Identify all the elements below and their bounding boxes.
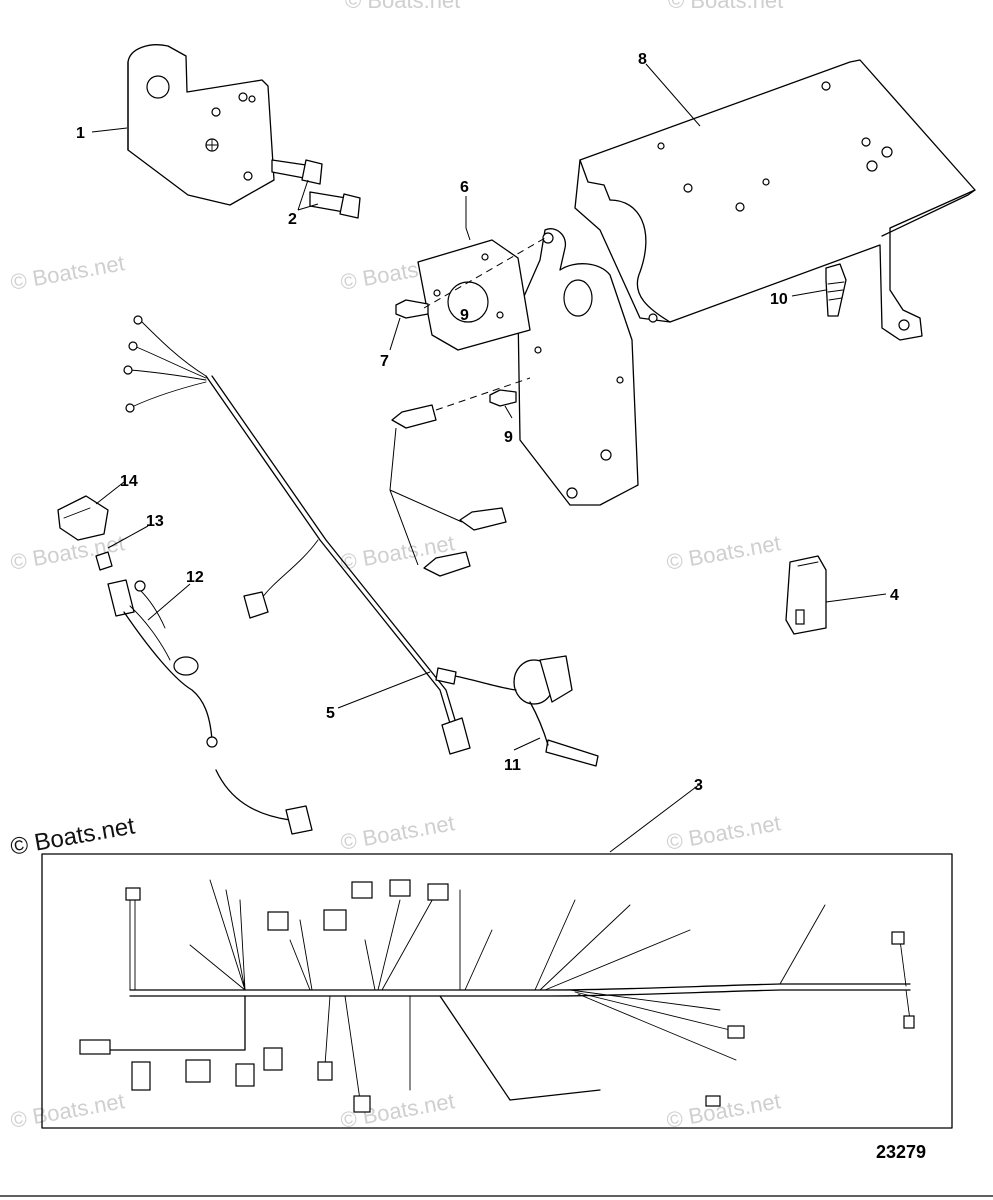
callout-4: 4 — [890, 587, 899, 604]
callout-9: 9 — [460, 307, 469, 324]
callout-11: 11 — [504, 757, 521, 774]
watermark: © Boats.net — [345, 0, 460, 13]
alignment-lines — [423, 237, 546, 411]
leader-lines — [91, 63, 887, 853]
part-8-mounting-plate — [574, 59, 976, 341]
part-13-terminal — [95, 551, 113, 571]
part-9-sensor-plate — [417, 239, 531, 351]
callout-6: 6 — [460, 179, 469, 196]
callout-2: 2 — [288, 211, 297, 228]
callout-9: 9 — [504, 429, 513, 446]
callout-8: 8 — [638, 51, 647, 68]
bolts-group — [389, 299, 517, 577]
part-5-harness — [123, 315, 471, 755]
figure-number: 23279 — [876, 1142, 926, 1162]
watermark: © Boats.net — [9, 250, 127, 295]
watermark: © Boats.net — [665, 810, 783, 855]
watermark: © Boats.net — [665, 530, 783, 575]
callout-5: 5 — [326, 705, 335, 722]
callout-10: 10 — [770, 291, 788, 308]
part-14-connector — [57, 495, 109, 541]
callout-1: 1 — [76, 125, 85, 142]
callout-13: 13 — [146, 513, 164, 530]
watermark: © Boats.net — [668, 0, 783, 13]
part-10-bolt — [825, 263, 847, 317]
callout-3: 3 — [694, 777, 703, 794]
callouts: 1 2 3 4 5 6 7 8 9 9 10 11 12 13 14 — [76, 51, 899, 794]
watermark: © Boats.net — [9, 1088, 127, 1133]
callout-14: 14 — [120, 473, 138, 490]
part-1-bracket — [127, 44, 275, 206]
part-12-subharness — [107, 579, 313, 835]
part-4-connector — [785, 555, 827, 635]
part-11-sensor — [435, 655, 599, 767]
part-2-bolts — [271, 159, 361, 219]
part-6-bracket — [517, 199, 671, 506]
watermark: © Boats.net — [339, 810, 457, 855]
callout-7: 7 — [380, 353, 389, 370]
watermark: © Boats.net — [665, 1088, 783, 1133]
part-3-main-harness — [41, 853, 953, 1129]
callout-12: 12 — [186, 569, 204, 586]
